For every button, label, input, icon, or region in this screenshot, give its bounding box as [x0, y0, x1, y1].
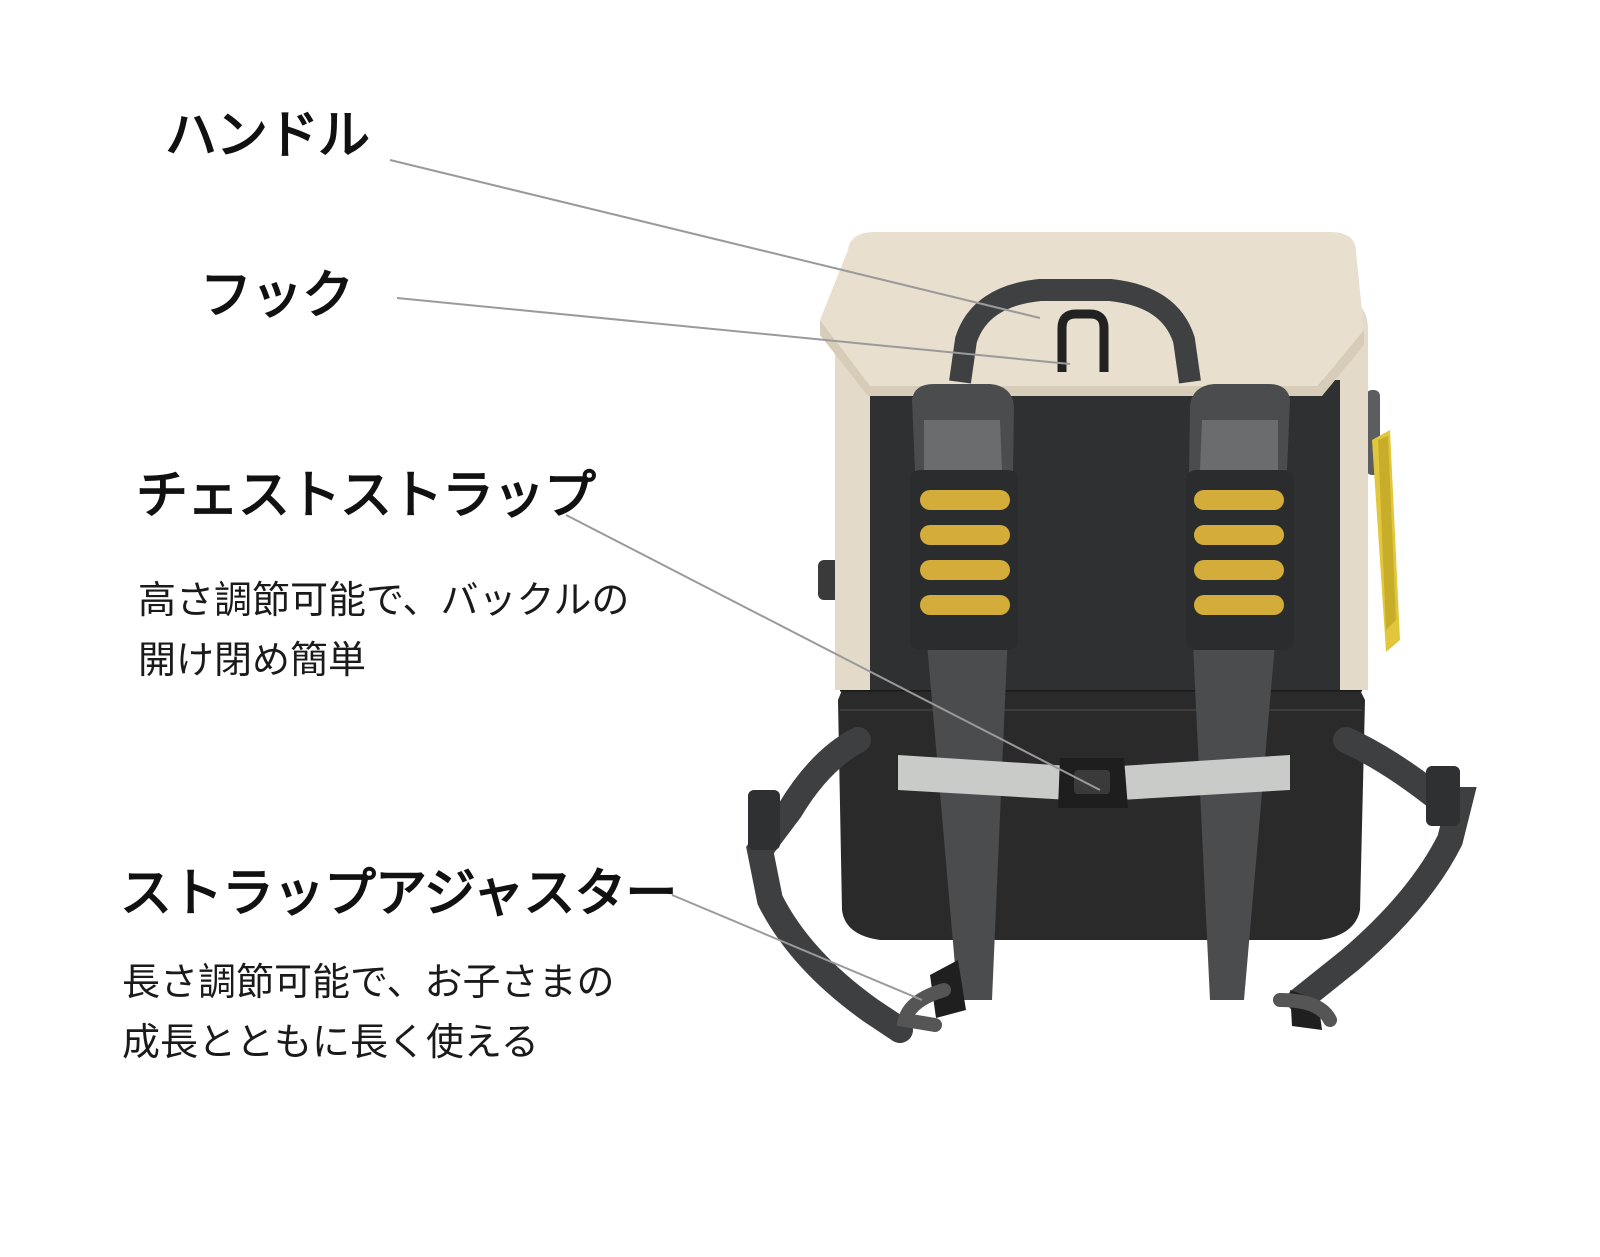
- chest-strap-right: [1120, 755, 1290, 800]
- right-side-strap: [1287, 727, 1477, 1013]
- handle: [949, 279, 1201, 384]
- left-stripe: [920, 490, 1010, 510]
- hook-leader-line: [396, 297, 1071, 365]
- chest-strap-label: チェストストラップ: [136, 466, 596, 526]
- chest-strap-leader-line: [565, 514, 1101, 791]
- hook: [1057, 309, 1109, 372]
- handle-label: ハンドル: [165, 106, 370, 166]
- chest-strap-description: 高さ調節可能で、バックルの 開け閉め簡単: [138, 570, 629, 690]
- chest-strap-desc-line-2: 開け閉め簡単: [138, 638, 367, 682]
- chest-strap-left: [898, 755, 1070, 800]
- handle-leader-line: [389, 159, 1041, 319]
- strap-adjuster-description: 長さ調節可能で、お子さまの 成長とともに長く使える: [122, 952, 614, 1072]
- chest-strap-desc-line-1: 高さ調節可能で、バックルの: [138, 578, 630, 622]
- left-side-strap: [746, 727, 913, 1043]
- strap-adjuster-desc-line-2: 成長とともに長く使える: [122, 1020, 539, 1064]
- adjuster-leader-line: [671, 894, 923, 1001]
- strap-adjuster-desc-line-1: 長さ調節可能で、お子さまの: [122, 960, 615, 1004]
- right-stripe: [1194, 490, 1284, 510]
- strap-adjuster-label: ストラップアジャスター: [120, 864, 677, 924]
- bag-lid: [820, 232, 1364, 386]
- hook-label: フック: [200, 266, 354, 326]
